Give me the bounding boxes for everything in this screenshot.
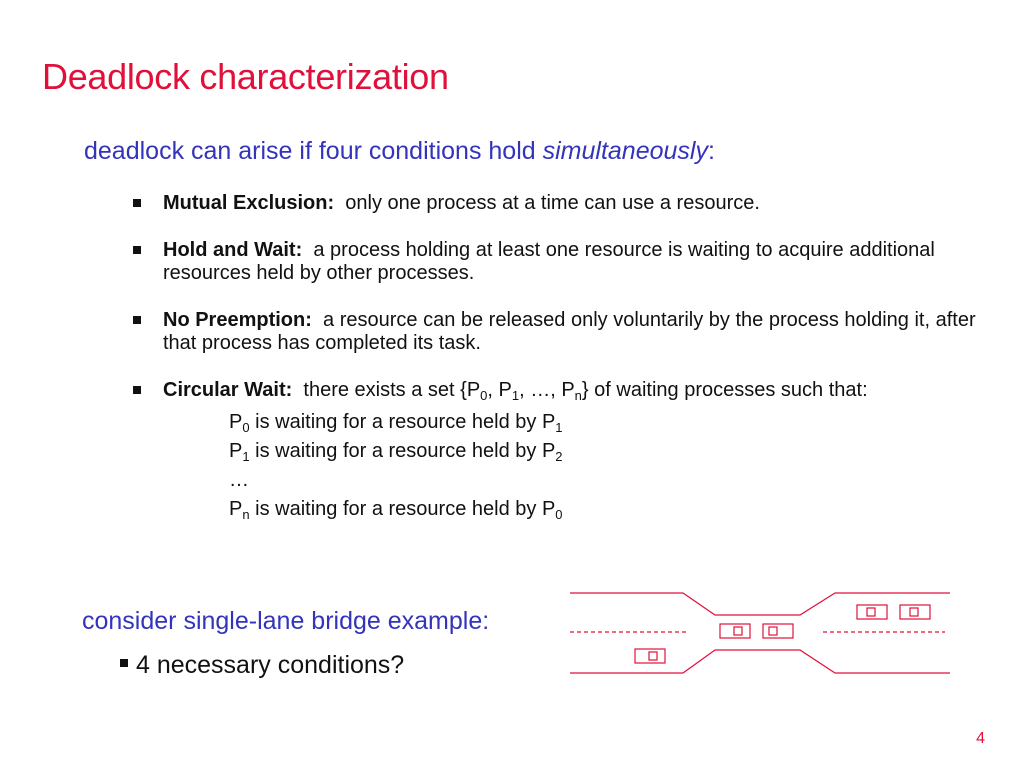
wait-ellipsis: … — [229, 469, 249, 491]
bridge-bottom-edge — [570, 649, 950, 674]
condition-text: a resource can be released only voluntar… — [163, 309, 976, 354]
condition-no-preemption: No Preemption: a resource can be release… — [133, 309, 1013, 355]
condition-label: Circular Wait: — [163, 379, 293, 401]
car-4 — [762, 623, 794, 639]
circular-text: there exists a set {P — [303, 379, 481, 401]
question-bullet: 4 necessary conditions? — [120, 651, 404, 680]
condition-hold-and-wait: Hold and Wait: a process holding at leas… — [133, 239, 1013, 285]
circular-text: , …, P — [519, 379, 575, 401]
bullet-square-icon — [120, 659, 128, 668]
condition-label: Hold and Wait: — [163, 239, 303, 261]
wait-text: is waiting for a resource held by P — [249, 498, 556, 520]
subscript: 0 — [555, 507, 563, 522]
intro-colon: : — [707, 137, 715, 165]
process: P — [229, 440, 243, 462]
car-2 — [899, 604, 931, 620]
conditions-list: Mutual Exclusion: only one process at a … — [133, 192, 1013, 548]
car-3 — [719, 623, 751, 639]
subscript: 1 — [555, 420, 563, 435]
condition-mutual-exclusion: Mutual Exclusion: only one process at a … — [133, 192, 1013, 215]
condition-text: a process holding at least one resource … — [163, 239, 935, 284]
wait-line: Pn is waiting for a resource held by P0 — [229, 495, 1013, 524]
single-lane-bridge-diagram — [570, 592, 950, 674]
car-5 — [634, 648, 666, 664]
question-text: 4 necessary conditions? — [136, 651, 405, 679]
bullet-square-icon — [133, 246, 141, 254]
subscript: 1 — [511, 388, 520, 403]
circular-text: , P — [487, 379, 512, 401]
circular-text: } of waiting processes such that: — [581, 379, 868, 401]
condition-label: Mutual Exclusion: — [163, 192, 335, 214]
bullet-square-icon — [133, 316, 141, 324]
bullet-square-icon — [133, 199, 141, 207]
bullet-square-icon — [133, 386, 141, 394]
wait-chain: P0 is waiting for a resource held by P1 … — [229, 408, 1013, 524]
condition-label: No Preemption: — [163, 309, 312, 331]
subscript: 0 — [480, 388, 488, 403]
intro-text: deadlock can arise if four conditions ho… — [84, 137, 715, 166]
process: P — [229, 411, 243, 433]
subscript: n — [574, 388, 582, 403]
bridge-top-edge — [570, 592, 950, 616]
car-1 — [856, 604, 888, 620]
subscript: n — [242, 507, 250, 522]
condition-text: only one process at a time can use a res… — [345, 192, 760, 214]
wait-text: is waiting for a resource held by P — [249, 440, 556, 462]
bridge-example-heading: consider single-lane bridge example: — [82, 607, 490, 635]
wait-line: P0 is waiting for a resource held by P1 — [229, 408, 1013, 437]
process: P — [229, 498, 243, 520]
subscript: 0 — [242, 420, 250, 435]
slide-title: Deadlock characterization — [42, 56, 449, 97]
subscript: 1 — [242, 449, 250, 464]
condition-circular-wait: Circular Wait: there exists a set {P0, P… — [133, 379, 1013, 524]
intro-plain: deadlock can arise if four conditions ho… — [84, 137, 543, 165]
wait-line: P1 is waiting for a resource held by P2 — [229, 437, 1013, 466]
page-number: 4 — [976, 730, 985, 747]
subscript: 2 — [555, 449, 563, 464]
intro-italic: simultaneously — [542, 137, 708, 165]
wait-text: is waiting for a resource held by P — [249, 411, 556, 433]
